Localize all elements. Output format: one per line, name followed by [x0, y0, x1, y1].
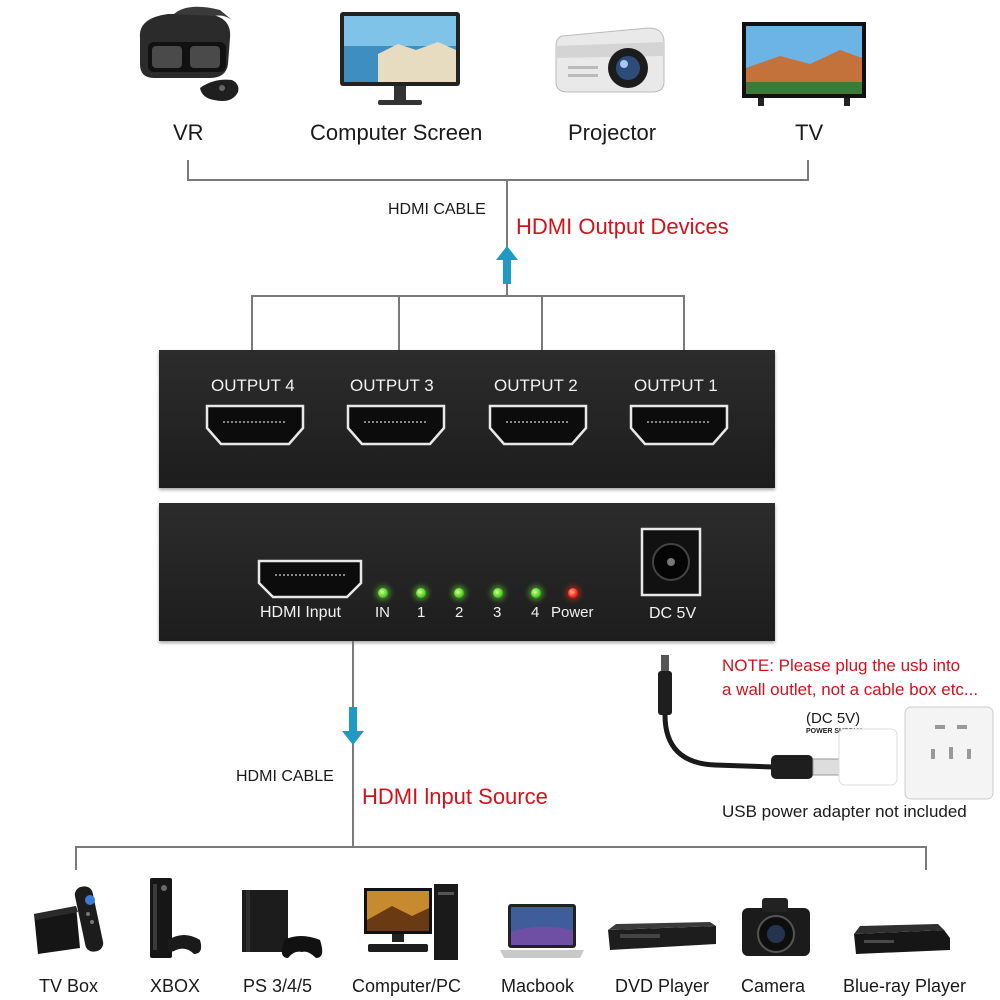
input-bus-line [75, 846, 927, 848]
hdmi-input-label: HDMI Input [260, 604, 341, 621]
output-device-label-computer-screen: Computer Screen [310, 120, 483, 145]
hdmi-port-icon [346, 404, 446, 446]
bluray-player-icon [854, 924, 950, 954]
output-device-label-projector: Projector [568, 120, 657, 145]
output-device-label-vr: VR [173, 120, 204, 145]
led-label-1: 1 [417, 604, 426, 621]
camera-icon [742, 898, 810, 956]
led-label-2: 2 [455, 604, 464, 621]
output-bus-line [187, 179, 809, 181]
arrow-up-icon [496, 246, 518, 284]
output-branch-drop [541, 295, 543, 375]
projector-icon [555, 27, 665, 93]
input-source-label-ps: PS 3/4/5 [243, 976, 313, 996]
output-port-label-1: OUTPUT 1 [634, 376, 718, 395]
note-line-1: NOTE: Please plug the usb into [722, 656, 961, 675]
led-label-power: Power [551, 604, 594, 621]
laptop-icon [500, 904, 584, 958]
playstation-icon [242, 890, 323, 958]
wall-outlet-icon [838, 706, 994, 800]
input-source-label-macbook: Macbook [501, 976, 575, 996]
power-supply-label: POWER SUPPLY [806, 728, 862, 735]
bottom-cable-label: HDMI CABLE [236, 768, 334, 785]
input-drop-line [925, 846, 927, 870]
led-label-3: 3 [493, 604, 502, 621]
xbox-icon [150, 878, 202, 958]
note-line-2: a wall outlet, not a cable box etc... [722, 680, 979, 699]
dc-5v-label: DC 5V [649, 605, 697, 622]
led-1 [416, 588, 426, 598]
dc-jack-icon [640, 527, 702, 597]
top-cable-label: HDMI CABLE [388, 201, 486, 218]
output-devices-heading: HDMI Output Devices [516, 214, 729, 239]
output-port-label-2: OUTPUT 2 [494, 376, 578, 395]
vr-headset-icon [139, 6, 239, 101]
tv-icon [742, 22, 866, 106]
led-4 [531, 588, 541, 598]
output-branch-drop [251, 295, 253, 375]
output-trunk-line [506, 179, 508, 297]
input-source-label-bluray-player: Blue-ray Player [843, 976, 967, 996]
arrow-down-icon [342, 707, 364, 745]
usb-adapter-note: USB power adapter not included [722, 802, 967, 821]
output-branch-drop [683, 295, 685, 375]
hdmi-port-icon [488, 404, 588, 446]
tv-box-icon [34, 886, 104, 954]
input-drop-line [75, 846, 77, 870]
output-device-label-tv: TV [795, 120, 824, 145]
splitter-front-panel: HDMI Input IN 1 2 3 4 Power DC 5V [159, 503, 775, 641]
usb-power-cable-icon [658, 655, 844, 779]
splitter-back-panel: OUTPUT 4 OUTPUT 3 OUTPUT 2 OUTPUT 1 [159, 350, 775, 488]
dc-5v-note-label: (DC 5V) [806, 710, 861, 727]
input-source-label-dvd-player: DVD Player [615, 976, 710, 996]
output-port-label-4: OUTPUT 4 [211, 376, 295, 395]
led-power [568, 588, 578, 598]
output-branch-drop [398, 295, 400, 375]
hdmi-input-port-icon [257, 559, 363, 599]
input-source-label-xbox: XBOX [150, 976, 201, 996]
led-label-in: IN [375, 604, 390, 621]
hdmi-port-icon [205, 404, 305, 446]
led-3 [493, 588, 503, 598]
input-source-label-camera: Camera [741, 976, 806, 996]
hdmi-port-icon [629, 404, 729, 446]
output-drop-line [187, 160, 189, 181]
output-drop-line [807, 160, 809, 181]
monitor-icon [340, 12, 460, 105]
input-source-label-tv-box: TV Box [39, 976, 99, 996]
dvd-player-icon [608, 922, 716, 950]
desktop-pc-icon [364, 884, 458, 960]
led-label-4: 4 [531, 604, 540, 621]
output-port-label-3: OUTPUT 3 [350, 376, 434, 395]
led-2 [454, 588, 464, 598]
output-branch-line [251, 295, 685, 297]
input-source-label-computer-pc: Computer/PC [352, 976, 462, 996]
led-in [378, 588, 388, 598]
input-source-heading: HDMI lnput Source [362, 784, 548, 809]
